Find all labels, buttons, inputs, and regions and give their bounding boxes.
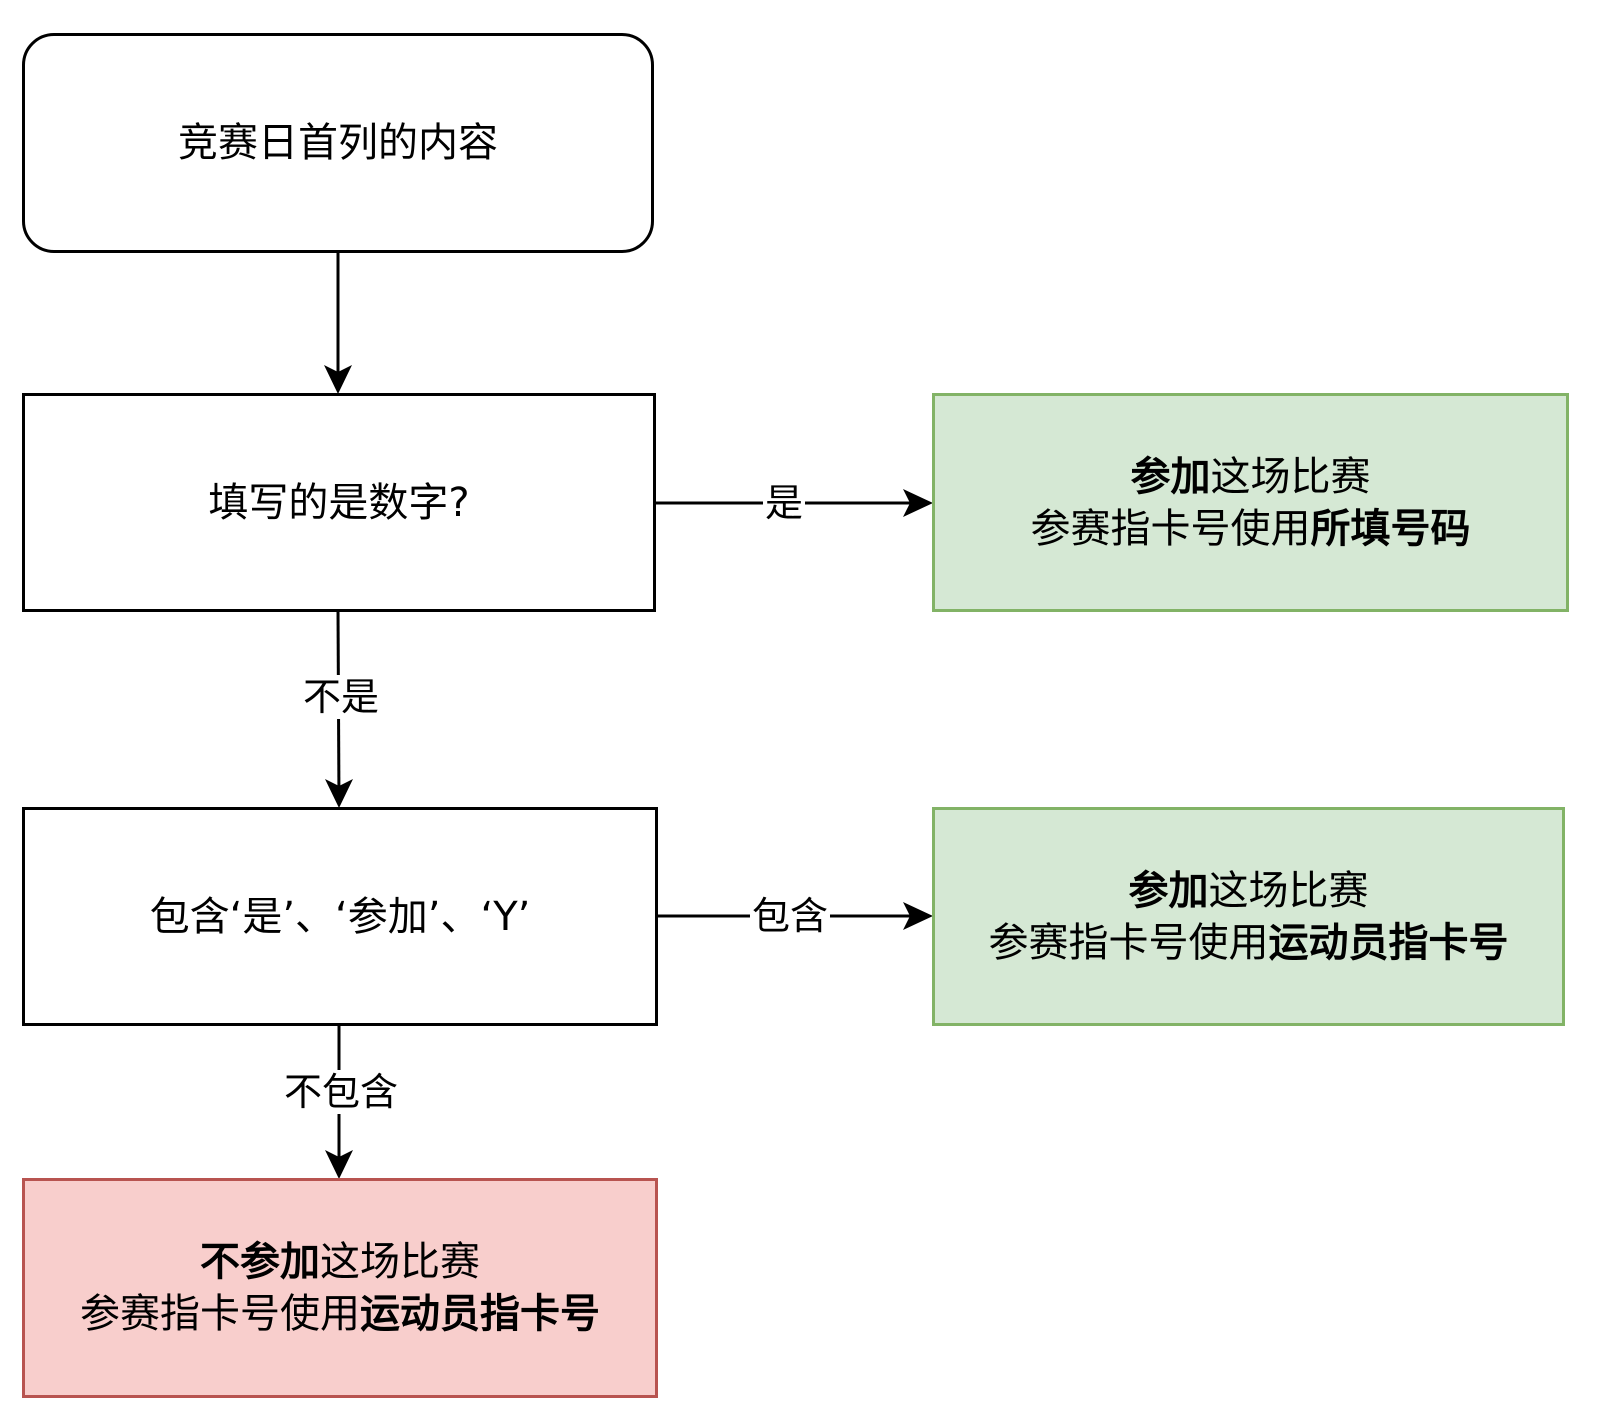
node-decision-contains-label: 包含‘是’、‘参加’、‘Y’: [149, 893, 531, 940]
node-result-number[interactable]: 参加这场比赛 参赛指卡号使用所填号码: [932, 393, 1569, 612]
edge-label-no: 不是: [300, 675, 382, 719]
node-start-label: 竞赛日首列的内容: [178, 120, 498, 166]
result-line-1-rest: 这场比赛: [320, 1239, 480, 1285]
result-line-2-plain: 参赛指卡号使用: [1030, 505, 1311, 552]
node-start[interactable]: 竞赛日首列的内容: [22, 33, 654, 253]
node-result-not-contains[interactable]: 不参加这场比赛 参赛指卡号使用运动员指卡号: [22, 1178, 658, 1398]
edge-label-contains: 包含: [749, 894, 831, 938]
result-line-1-rest: 这场比赛: [1208, 867, 1369, 914]
node-decision-number-label: 填写的是数字?: [208, 479, 470, 526]
arrowhead-icon: [325, 779, 353, 808]
result-line-2-bold: 运动员指卡号: [360, 1291, 600, 1337]
result-line-1-bold: 不参加: [200, 1239, 320, 1285]
node-result-contains-text: 参加这场比赛 参赛指卡号使用运动员指卡号: [989, 865, 1509, 969]
result-line-1-bold: 参加: [1128, 867, 1209, 914]
arrowhead-icon: [324, 365, 352, 394]
arrowhead-icon: [325, 1150, 353, 1179]
node-result-number-text: 参加这场比赛 参赛指卡号使用所填号码: [1031, 451, 1471, 555]
edge-label-not-contains: 不包含: [281, 1070, 401, 1114]
result-line-1: 参加这场比赛: [989, 865, 1509, 917]
arrowhead-icon: [903, 489, 933, 517]
edge-label-yes: 是: [762, 481, 806, 525]
result-line-1: 参加这场比赛: [1031, 451, 1471, 503]
result-line-2: 参赛指卡号使用所填号码: [1031, 503, 1471, 555]
result-line-2-plain: 参赛指卡号使用: [988, 919, 1269, 966]
node-result-contains[interactable]: 参加这场比赛 参赛指卡号使用运动员指卡号: [932, 807, 1565, 1026]
result-line-2-bold: 所填号码: [1310, 505, 1471, 552]
result-line-2-plain: 参赛指卡号使用: [80, 1291, 360, 1337]
result-line-2: 参赛指卡号使用运动员指卡号: [80, 1288, 600, 1340]
node-decision-number[interactable]: 填写的是数字?: [22, 393, 656, 612]
result-line-1-bold: 参加: [1130, 453, 1211, 500]
node-decision-contains[interactable]: 包含‘是’、‘参加’、‘Y’: [22, 807, 658, 1026]
result-line-1-rest: 这场比赛: [1210, 453, 1371, 500]
node-result-not-contains-text: 不参加这场比赛 参赛指卡号使用运动员指卡号: [80, 1236, 600, 1340]
result-line-1: 不参加这场比赛: [80, 1236, 600, 1288]
result-line-2: 参赛指卡号使用运动员指卡号: [989, 917, 1509, 969]
edge-start-to-decision-number: [324, 251, 352, 394]
arrowhead-icon: [903, 902, 933, 930]
result-line-2-bold: 运动员指卡号: [1268, 919, 1509, 966]
